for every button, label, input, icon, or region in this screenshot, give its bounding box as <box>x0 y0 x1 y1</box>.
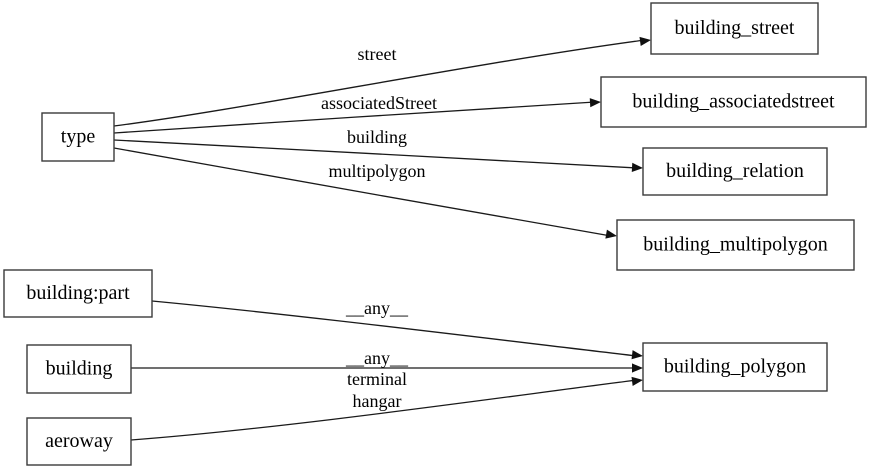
node-label-building_multipolygon: building_multipolygon <box>643 234 827 256</box>
node-type[interactable]: type <box>41 112 115 162</box>
node-building_part[interactable]: building:part <box>3 269 153 318</box>
edge-label-any: __any__ <box>345 298 409 318</box>
node-label-aeroway: aeroway <box>45 430 113 452</box>
arrowhead-building_multipolygon <box>605 229 617 239</box>
edge-aeroway-to-building_polygon <box>130 379 638 441</box>
arrowhead-building_polygon <box>632 363 643 373</box>
node-building_associatedstreet[interactable]: building_associatedstreet <box>600 76 867 128</box>
node-label-building: building <box>46 358 113 380</box>
edge-label-building: building <box>347 127 407 147</box>
edge-type-to-building_street <box>113 39 646 127</box>
edge-label-hangar: hangar <box>353 391 402 411</box>
node-label-building_street: building_street <box>675 17 795 39</box>
arrowhead-building_polygon <box>631 350 643 360</box>
node-building[interactable]: building <box>26 344 132 394</box>
node-box-building_associatedstreet <box>600 76 867 128</box>
node-label-building_part: building:part <box>26 282 130 304</box>
edge-type-to-building_multipolygon <box>113 147 612 237</box>
edge-label-street: street <box>358 44 397 64</box>
node-box-aeroway <box>26 417 132 466</box>
edges-layer <box>113 36 651 441</box>
arrowhead-building_relation <box>631 162 643 172</box>
node-box-building <box>26 344 132 394</box>
edge-label-multipolygon: multipolygon <box>328 161 425 181</box>
node-box-building_part <box>3 269 153 318</box>
edge-type-to-building_associatedstreet <box>113 101 596 134</box>
node-box-type <box>41 112 115 162</box>
edge-label-terminal: terminal <box>347 369 407 389</box>
arrowhead-building_street <box>639 36 651 47</box>
node-label-building_relation: building_relation <box>666 160 804 182</box>
node-box-building_polygon <box>642 342 828 392</box>
node-box-building_multipolygon <box>616 219 855 271</box>
edge-label-any: __any__ <box>345 348 409 368</box>
node-building_relation[interactable]: building_relation <box>642 147 828 196</box>
node-box-building_street <box>650 2 819 55</box>
edge-label-associatedstreet: associatedStreet <box>321 93 437 113</box>
node-building_polygon[interactable]: building_polygon <box>642 342 828 392</box>
arrowhead-building_associatedstreet <box>589 98 601 108</box>
node-label-building_associatedstreet: building_associatedstreet <box>632 91 835 113</box>
node-building_multipolygon[interactable]: building_multipolygon <box>616 219 855 271</box>
node-box-building_relation <box>642 147 828 196</box>
edge-building_part-to-building_polygon <box>151 300 638 357</box>
node-label-type: type <box>61 126 96 148</box>
node-label-building_polygon: building_polygon <box>664 356 806 378</box>
edge-labels-layer: street associatedStreet building multipolyg… <box>321 44 437 411</box>
node-aeroway[interactable]: aeroway <box>26 417 132 466</box>
node-building_street[interactable]: building_street <box>650 2 819 55</box>
nodes-layer: type building_street building_associatedst… <box>3 2 867 466</box>
edge-type-to-building_relation <box>113 139 638 169</box>
arrowhead-building_polygon <box>631 376 643 386</box>
